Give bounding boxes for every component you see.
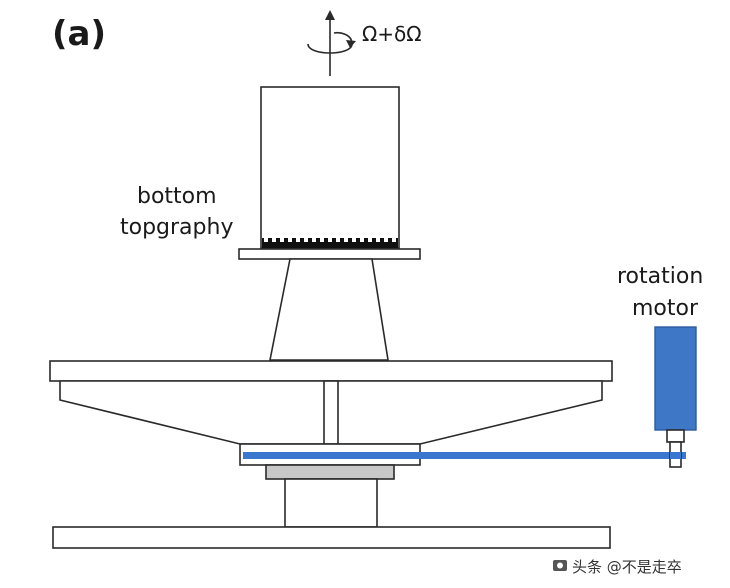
topography-ridges — [262, 238, 398, 248]
watermark-text: 头条 @不是走卒 — [572, 558, 682, 576]
rotation-motor — [654, 326, 697, 431]
lower-pillar — [284, 478, 378, 528]
tank-cylinder — [260, 86, 400, 249]
rotation-motor-label-line1: rotation — [617, 264, 703, 289]
bottom-topography-label-line1: bottom — [137, 184, 217, 209]
ground-base-plate — [52, 526, 611, 549]
panel-label: (a) — [52, 14, 106, 54]
motor-coupling — [666, 429, 685, 443]
tank-base-plate — [238, 248, 421, 260]
rotation-arrow-icon — [307, 10, 356, 76]
bottom-topography-label-line2: topgraphy — [120, 215, 233, 240]
drive-belt — [243, 452, 686, 459]
rotation-motor-label-line2: motor — [632, 296, 699, 321]
central-shaft — [323, 380, 339, 445]
camera-logo-icon — [553, 560, 567, 571]
bearing-block — [265, 464, 395, 480]
bottom-topography — [262, 238, 398, 248]
rotation-rate-label: Ω+δΩ — [362, 22, 422, 46]
tank-support-pedestal — [269, 258, 389, 361]
motor-belt-wrap — [670, 452, 681, 459]
turntable-top — [49, 360, 613, 382]
